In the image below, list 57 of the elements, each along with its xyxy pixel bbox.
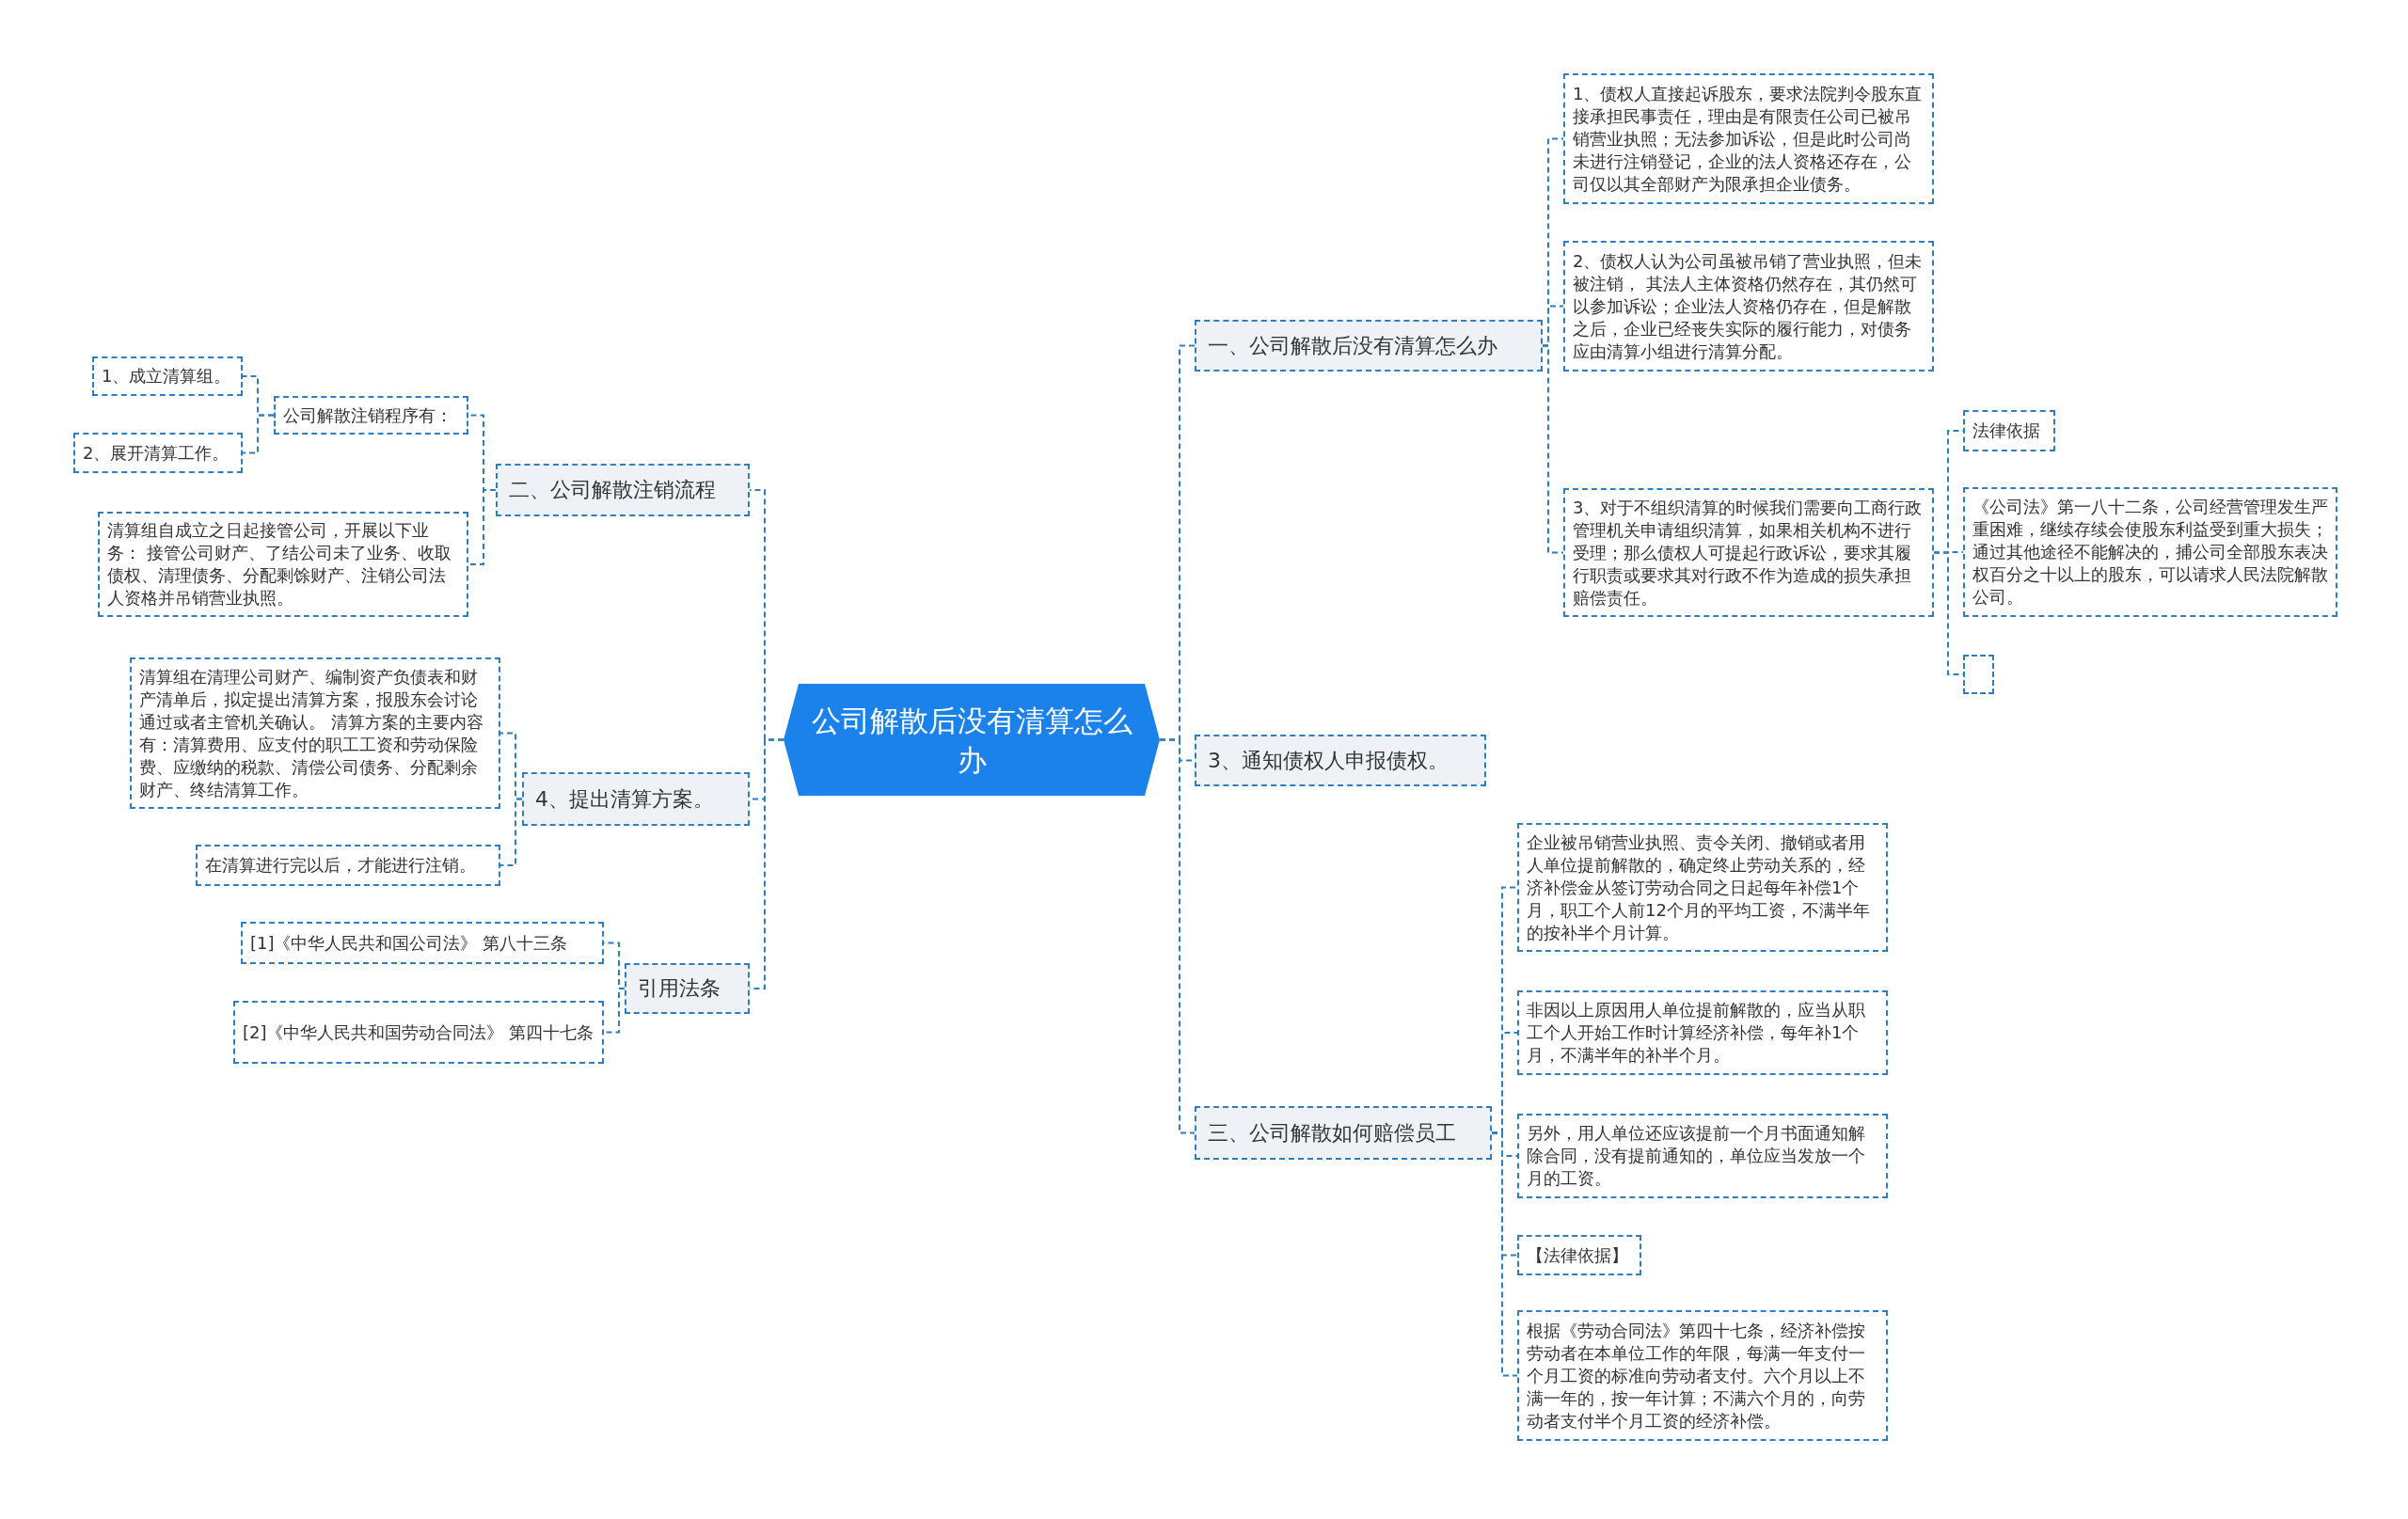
empty-box — [1963, 655, 1994, 694]
note-text: [1]《中华人民共和国公司法》 第八十三条 — [250, 931, 569, 955]
subtopic-box — [1517, 823, 1888, 952]
subtopic-box — [196, 845, 500, 886]
central-topic — [784, 684, 1160, 796]
topic-text: 一、公司解散后没有清算怎么办 — [1208, 332, 1498, 359]
topic-text: 引用法条 — [638, 975, 721, 1002]
topic-text: 三、公司解散如何赔偿员工 — [1208, 1119, 1457, 1147]
connector-line — [1491, 1131, 1518, 1377]
note-text: 企业被吊销营业执照、责令关闭、撤销或者用人单位提前解散的，确定终止劳动关系的，经济补偿金从签订劳动合同之日起每年补偿1个月，职工个人前12个月的平均工资，不满半年的按补半个月计算。 — [1527, 831, 1871, 944]
subtopic-box — [1517, 1310, 1888, 1441]
note-text: 在清算进行完以后，才能进行注销。 — [205, 854, 477, 877]
subtopic-box — [1963, 410, 2055, 451]
branch-topic — [496, 464, 750, 516]
subtopic-box — [1963, 487, 2337, 617]
note-text: 3、对于不组织清算的时候我们需要向工商行政管理机关申请组织清算，如果相关机构不进行受理；那么债权人可提起行政诉讼，要求其履行职责或要求其对行政不作为造成的损失承担赔偿责任。 — [1573, 496, 1924, 609]
subtopic-box — [1517, 990, 1888, 1075]
note-text: 1、成立清算组。 — [102, 365, 232, 388]
topic-text: 二、公司解散注销流程 — [509, 477, 717, 503]
subtopic-box — [73, 433, 243, 473]
connector-line — [1159, 738, 1196, 1134]
subtopic-box — [1563, 241, 1934, 372]
note-text: 《公司法》第一八十二条，公司经营管理发生严重困难，继续存续会使股东利益受到重大损失；通过其他途径不能解决的，捕公司全部股东表决权百分之十以上的股东，可以请求人民法院解散公司。 — [1972, 496, 2328, 609]
connector-line — [1542, 344, 1564, 554]
note-text: 2、展开清算工作。 — [83, 441, 230, 465]
note-text: 1、债权人直接起诉股东，要求法院判令股东直接承担民事责任，理由是有限责任公司已被吊销营业执照；无法参加诉讼，但是此时公司尚未进行注销登记，企业的法人资格还存在，公司仅以其全部财产为限承担企业债务。 — [1573, 82, 1924, 196]
subtopic-box — [1563, 488, 1934, 617]
branch-topic — [625, 963, 750, 1014]
topic-text: 公司解散后没有清算怎么办 — [810, 702, 1133, 779]
subtopic-box — [130, 657, 500, 809]
branch-topic — [522, 772, 750, 826]
branch-topic — [1195, 735, 1486, 786]
connector-line — [242, 414, 275, 454]
branch-topic — [1195, 1106, 1492, 1160]
subtopic-box — [274, 396, 468, 435]
connector-line — [499, 798, 523, 866]
note-text: [2]《中华人民共和国劳动合同法》 第四十七条 — [243, 1021, 594, 1044]
subtopic-box — [92, 356, 243, 396]
subtopic-box — [1563, 73, 1934, 204]
note-text: 清算组自成立之日起接管公司，开展以下业务： 接管公司财产、了结公司未了业务、收取债权、清理债务、分配剩馀财产、注销公司法人资格并吊销营业执照。 — [107, 519, 452, 609]
branch-topic — [1195, 320, 1543, 372]
note-text: 公司解散注销程序有： — [283, 403, 453, 427]
note-text: 非因以上原因用人单位提前解散的，应当从职工个人开始工作时计算经济补偿，每年补1个月，不满半年的补半个月。 — [1527, 999, 1866, 1067]
subtopic-box — [98, 512, 468, 617]
note-text: 根据《劳动合同法》第四十七条，经济补偿按劳动者在本单位工作的年限，每满一年支付一个月工资的标准向劳动者支付。六个月以上不满一年的，按一年计算；不满六个月的，向劳动者支付半个月工资的经济补偿。 — [1527, 1319, 1866, 1432]
subtopic-box — [241, 922, 604, 964]
topic-text: 4、提出清算方案。 — [535, 785, 715, 813]
subtopic-box — [1517, 1235, 1641, 1275]
subtopic-box — [233, 1001, 604, 1064]
note-text: 【法律依据】 — [1527, 1243, 1629, 1267]
note-text: 清算组在清理公司财产、编制资产负债表和财产清单后，拟定提出清算方案，报股东会讨论通过或者主管机关确认。 清算方案的主要内容有：清算费用、应支付的职工工资和劳动保险费、应缴纳的税款、清偿公司债务、分配剩余财产、终结清算工作。 — [139, 665, 484, 801]
subtopic-box — [1517, 1114, 1888, 1198]
note-text: 另外，用人单位还应该提前一个月书面通知解除合同，没有提前通知的，单位应当发放一个月的工资。 — [1527, 1122, 1866, 1190]
note-text: 2、债权人认为公司虽被吊销了营业执照，但未被注销， 其法人主体资格仍然存在，其仍然可以参加诉讼；企业法人资格仍存在，但是解散之后，企业已经丧失实际的履行能力，对债务应由清算小组进行清算分配。 — [1573, 249, 1924, 363]
connector-line — [467, 489, 497, 565]
topic-text: 3、通知债权人申报债权。 — [1208, 747, 1450, 774]
note-text: 法律依据 — [1972, 419, 2041, 442]
